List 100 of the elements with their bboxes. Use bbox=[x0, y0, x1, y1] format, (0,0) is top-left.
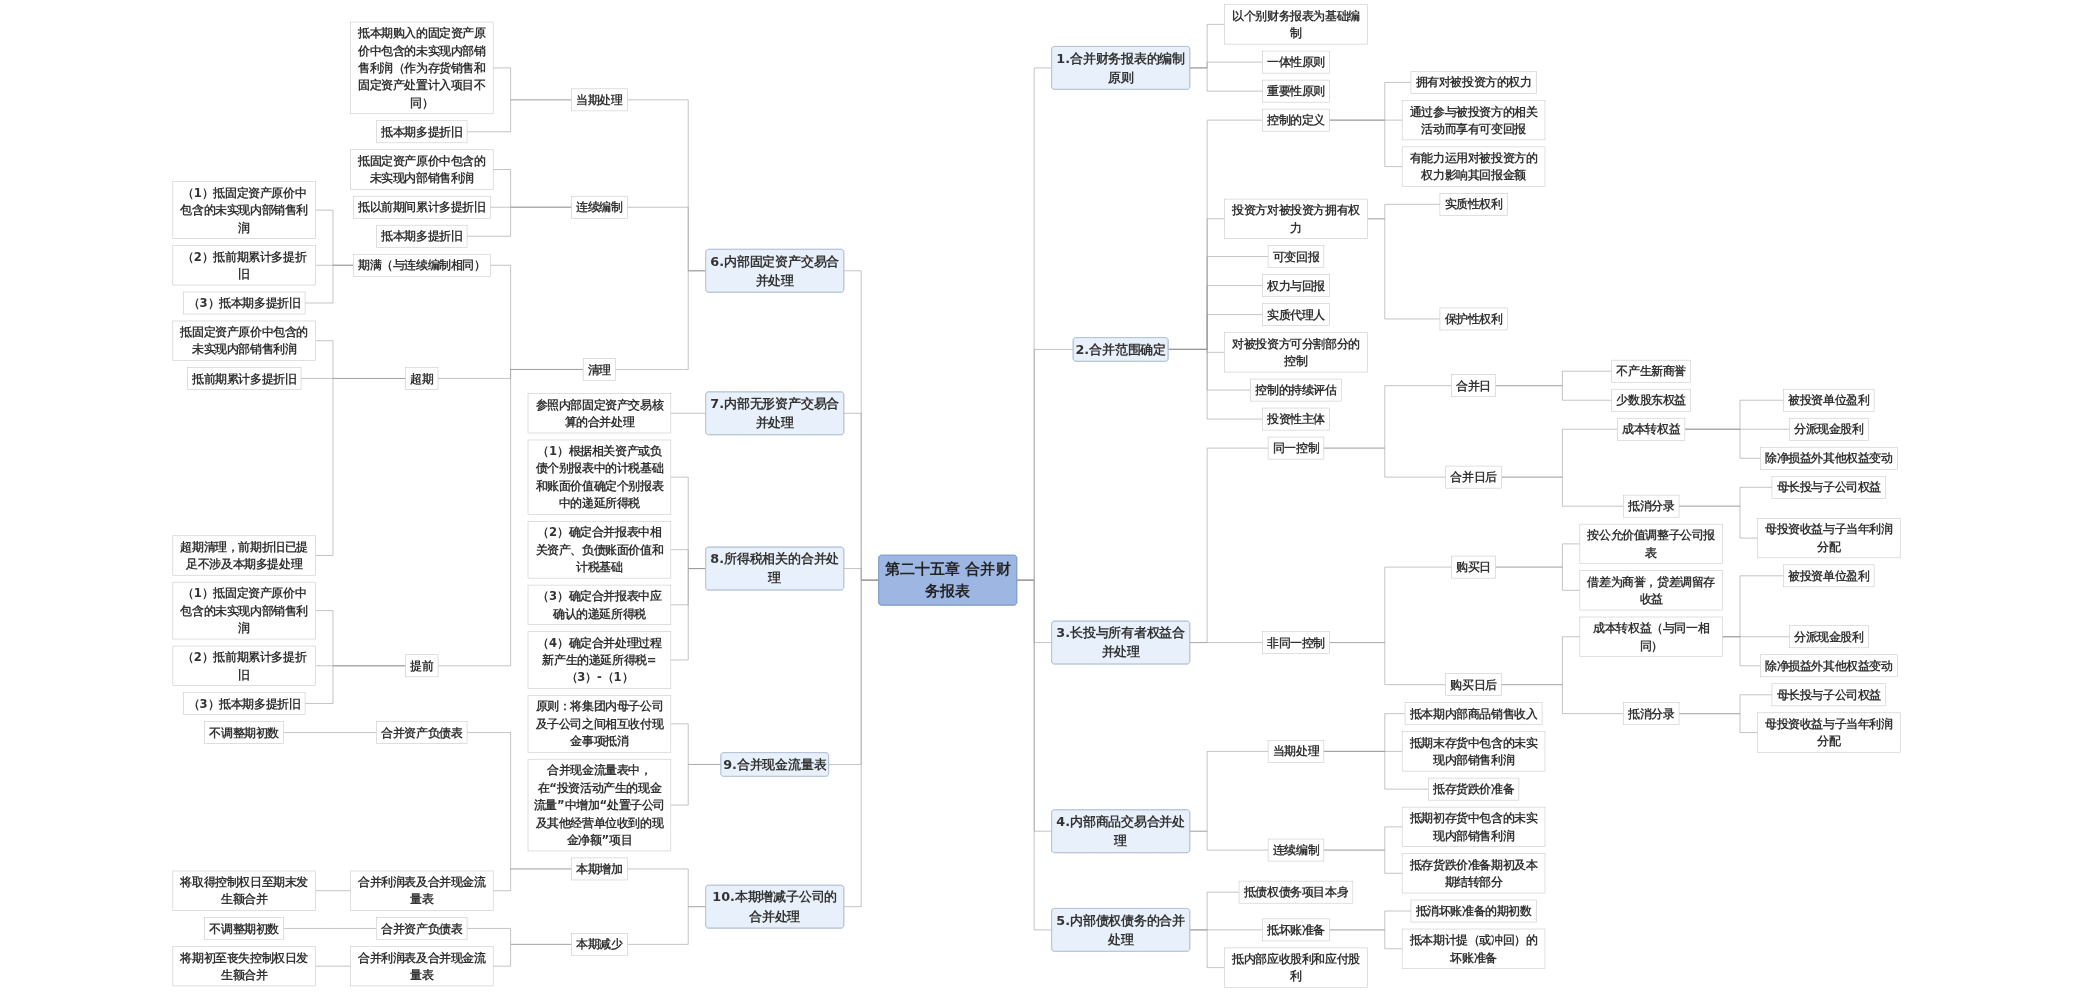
node-box: 合并利润表及合并现金流量表 bbox=[350, 946, 494, 987]
node-box: 购买日后 bbox=[1445, 673, 1502, 696]
connector bbox=[1189, 67, 1263, 92]
connector bbox=[1495, 566, 1581, 591]
connector bbox=[492, 944, 572, 967]
connector bbox=[1329, 642, 1446, 685]
node-box: 原则：将集团内母子公司及子公司之间相互收付现金事项抵消 bbox=[527, 695, 672, 753]
connector bbox=[843, 579, 879, 907]
node-box: 当期处理 bbox=[571, 88, 628, 112]
node-box: 可变回报 bbox=[1267, 245, 1325, 268]
connector bbox=[315, 378, 406, 556]
node-box: 抵坏账准备 bbox=[1262, 918, 1330, 942]
node-box: 合并日 bbox=[1451, 374, 1496, 398]
node-box: 分派现金股利 bbox=[1789, 625, 1869, 649]
node-box: 抵内部应收股利和应付股利 bbox=[1224, 947, 1368, 988]
node-box: 除净损益外其他权益变动 bbox=[1760, 654, 1898, 678]
node-box: 抵前期累计多提折旧 bbox=[187, 367, 302, 390]
node-box: （1）抵固定资产原价中包含的未实现内部销售利润 bbox=[172, 181, 316, 239]
node-box: 当期处理 bbox=[1267, 740, 1325, 763]
node-box: 合并资产负债表 bbox=[376, 721, 468, 744]
connector bbox=[1329, 929, 1403, 950]
node-box: 母投资收益与子当年利润分配 bbox=[1757, 518, 1901, 559]
node-box: 权力与回报 bbox=[1262, 274, 1330, 297]
connector bbox=[1189, 642, 1263, 643]
node-box: 抵债权债务项目本身 bbox=[1238, 880, 1354, 904]
node-box: 少数股东权益 bbox=[1611, 388, 1691, 412]
connector bbox=[1501, 684, 1624, 714]
node-box: 抵消分录 bbox=[1623, 702, 1680, 725]
connector bbox=[283, 732, 377, 733]
connector bbox=[1722, 636, 1761, 667]
node-box: 抵期初存货中包含的未实现内部销售利润 bbox=[1401, 806, 1546, 847]
node-box: 成本转权益（与同一相同） bbox=[1579, 616, 1723, 657]
node-box: 通过参与被投资方的相关活动而享有可变回报 bbox=[1401, 100, 1546, 141]
node-box: 投资方对被投资方拥有权力 bbox=[1224, 198, 1368, 239]
connector bbox=[670, 568, 706, 661]
node-box: 被投资单位盈利 bbox=[1783, 564, 1875, 588]
node-box: 超期清理，前期折旧已提足不涉及本期多提处理 bbox=[172, 535, 316, 576]
node-box: 抵本期计提（或冲回）的坏账准备 bbox=[1401, 928, 1546, 969]
node-box: 母长投与子公司权益 bbox=[1771, 475, 1886, 499]
node-box: 购买日 bbox=[1451, 555, 1496, 579]
node-box: （2）抵前期累计多提折旧 bbox=[172, 645, 316, 686]
node-box: 抵消坏账准备的期初数 bbox=[1410, 899, 1537, 923]
node-box: 参照内部固定资产交易核算的合并处理 bbox=[527, 393, 672, 434]
node-box: 抵本期购入的固定资产原价中包含的未实现内部销售利润（作为存货销售和固定资产处置计入项目不同） bbox=[350, 21, 494, 115]
node-box: 将取得控制权日至期末发生额合并 bbox=[172, 870, 316, 911]
node-box: 非同一控制 bbox=[1262, 631, 1330, 654]
connector bbox=[1189, 830, 1269, 851]
node-box: 抵本期内部商品销售收入 bbox=[1404, 702, 1543, 725]
node-box: 提前 bbox=[405, 654, 439, 678]
connector bbox=[1367, 218, 1441, 320]
node-box: 母投资收益与子当年利润分配 bbox=[1757, 712, 1901, 753]
connector bbox=[627, 906, 706, 945]
connector bbox=[1678, 713, 1758, 733]
node-box: 抵本期多提折旧 bbox=[376, 120, 468, 144]
connector bbox=[315, 965, 351, 967]
node-box: 被投资单位盈利 bbox=[1783, 388, 1875, 412]
node-box: 保护性权利 bbox=[1439, 307, 1508, 331]
node-box: 抵存货跌价准备 bbox=[1428, 777, 1520, 801]
connector bbox=[466, 206, 572, 237]
node-box: （3）抵本期多提折旧 bbox=[182, 692, 306, 715]
connector bbox=[283, 928, 377, 929]
node-box: （3）确定合并报表中应确认的递延所得税 bbox=[527, 584, 672, 625]
node-box: 对被投资方可分割部分的控制 bbox=[1224, 332, 1368, 373]
node-box: 抵存货跌价准备期初及本期结转部分 bbox=[1401, 853, 1546, 894]
node-box: 以个别财务报表为基础编制 bbox=[1224, 4, 1368, 45]
connector bbox=[615, 270, 706, 370]
node-box: 合并现金流量表中，在“投资活动产生的现金流量”中增加“处置子公司及其他经营单位收到的现金净额”项目 bbox=[527, 758, 672, 852]
node-box: 成本转权益 bbox=[1617, 417, 1686, 441]
connector bbox=[466, 99, 572, 133]
node-box: 合并利润表及合并现金流量表 bbox=[350, 870, 494, 911]
connector bbox=[1323, 751, 1429, 790]
node-box: 母长投与子公司权益 bbox=[1771, 683, 1886, 707]
node-box: 不产生新商誉 bbox=[1611, 359, 1691, 383]
node-box: 除净损益外其他权益变动 bbox=[1760, 446, 1898, 470]
connector bbox=[1167, 349, 1263, 420]
connector bbox=[1678, 505, 1758, 539]
node-box: 连续编制 bbox=[571, 195, 628, 219]
connector bbox=[304, 264, 354, 304]
node-box: 抵消分录 bbox=[1623, 494, 1680, 518]
node-box: 连续编制 bbox=[1267, 838, 1325, 862]
connector bbox=[304, 665, 406, 704]
node-box: 控制的定义 bbox=[1262, 108, 1330, 132]
node-box: 清理 bbox=[582, 358, 616, 381]
node-box: 分派现金股利 bbox=[1789, 417, 1869, 441]
node-box: 抵期末存货中包含的未实现内部销售利润 bbox=[1401, 731, 1546, 772]
node-box: 本期减少 bbox=[571, 933, 628, 956]
node-box: 借差为商誉，贷差调留存收益 bbox=[1579, 570, 1723, 611]
node-box: （1）抵固定资产原价中包含的未实现内部销售利润 bbox=[172, 581, 316, 640]
node-box: （2）确定合并报表中相关资产、负债账面价值和计税基础 bbox=[527, 520, 672, 579]
node-box: 本期增加 bbox=[571, 857, 628, 881]
connector bbox=[1684, 428, 1761, 459]
connector bbox=[1016, 579, 1052, 931]
node-box: 实质代理人 bbox=[1262, 303, 1330, 326]
connector bbox=[492, 868, 572, 891]
node-box: 抵以前期间累计多提折旧 bbox=[353, 195, 491, 219]
node-box: 不调整期初数 bbox=[204, 917, 284, 940]
node-box: 合并资产负债表 bbox=[376, 917, 468, 940]
connector bbox=[1323, 849, 1403, 874]
node-box: （3）抵本期多提折旧 bbox=[182, 291, 306, 315]
connector bbox=[315, 890, 351, 891]
